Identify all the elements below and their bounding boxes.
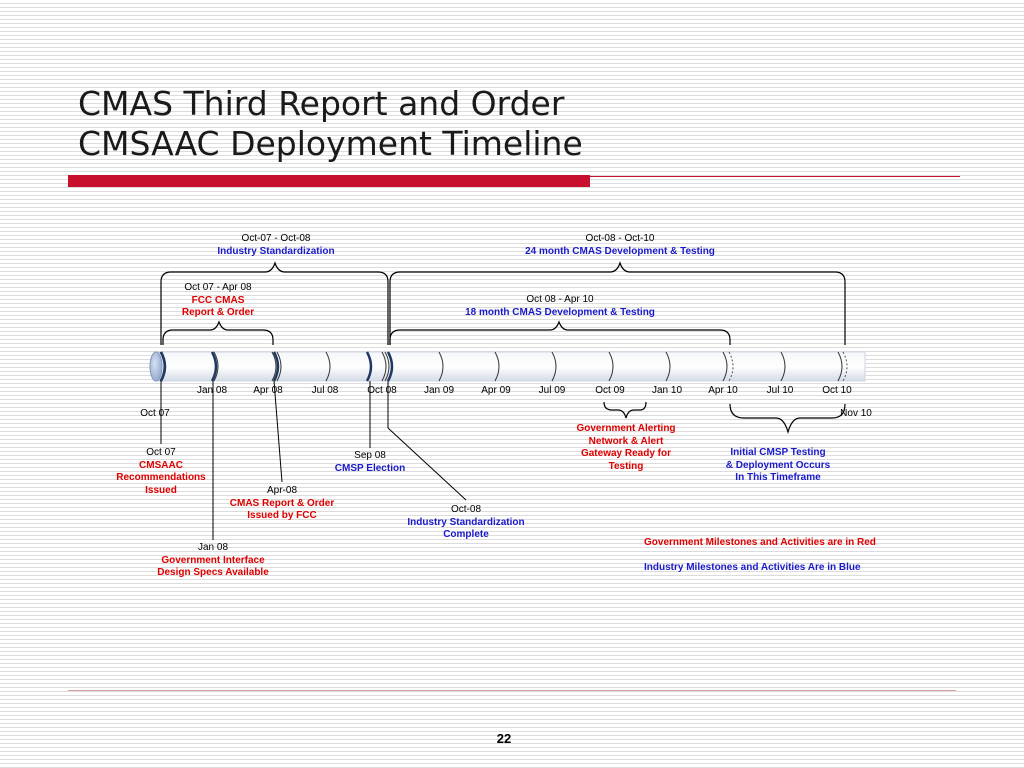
- label-18-month-date: Oct 08 - Apr 10: [526, 294, 594, 305]
- timeline-end-label: Nov 10: [840, 408, 872, 419]
- milestone-jan08-text-2: Design Specs Available: [157, 567, 269, 578]
- tick-label: Jan 08: [196, 385, 228, 396]
- bracket-industry-std: [160, 261, 389, 345]
- tick-label: Jan 09: [423, 385, 455, 396]
- milestone-oct08-text-1: Industry Standardization: [407, 516, 525, 528]
- milestone-sep08-text-1: CMSP Election: [334, 462, 406, 474]
- tick-label: Apr 08: [253, 385, 283, 396]
- milestone-cmsp-testing: Initial CMSP Testing & Deployment Occurs…: [726, 447, 830, 485]
- timeline-cylinder-cap: [149, 351, 163, 382]
- leader-apr08: [273, 380, 283, 483]
- milestone-cmsaac-date: Oct 07: [146, 447, 176, 458]
- label-industry-std: Oct-07 - Oct-08 Industry Standardization: [217, 233, 334, 258]
- footer-rule: [68, 690, 956, 691]
- bracket-fcc: [162, 320, 274, 345]
- label-24-month-date: Oct-08 - Oct-10: [585, 233, 655, 244]
- milestone-cmsp-testing-text-2: & Deployment Occurs: [725, 459, 831, 471]
- milestone-sep08: Sep 08 CMSP Election: [335, 450, 405, 475]
- tick-label: Jan 10: [651, 385, 683, 396]
- milestone-apr08-text-2: Issued by FCC: [247, 510, 317, 521]
- tick-label: Jul 10: [766, 385, 794, 396]
- milestone-gateway-text-1: Government Alerting: [576, 423, 676, 434]
- label-fcc: Oct 07 - Apr 08 FCC CMAS Report & Order: [182, 282, 254, 320]
- label-18-month-text: 18 month CMAS Development & Testing: [465, 306, 655, 318]
- milestone-jan08-date: Jan 08: [197, 542, 229, 553]
- tick-label: Oct 08: [367, 385, 397, 396]
- milestone-gateway-text-3: Gateway Ready for: [580, 448, 672, 459]
- label-industry-std-date: Oct-07 - Oct-08: [241, 233, 311, 244]
- tick-label: Oct 10: [822, 385, 852, 396]
- milestone-jan08: Jan 08 Government Interface Design Specs…: [157, 542, 269, 580]
- label-18-month: Oct 08 - Apr 10 18 month CMAS Developmen…: [465, 294, 655, 319]
- milestone-apr08-text-1: CMAS Report & Order: [229, 497, 335, 509]
- milestone-cmsaac: Oct 07 CMSAAC Recommendations Issued: [116, 447, 205, 497]
- title-accent-line: [590, 176, 960, 177]
- milestone-jan08-text-1: Government Interface: [161, 554, 265, 566]
- milestone-cmsaac-text-1: CMSAAC: [139, 459, 183, 471]
- tick-label: Jul 08: [311, 385, 339, 396]
- milestone-sep08-date: Sep 08: [354, 450, 386, 461]
- milestone-gateway-text-2: Network & Alert: [588, 435, 664, 447]
- milestone-oct08: Oct-08 Industry Standardization Complete: [407, 504, 524, 542]
- title-line-2: CMSAAC Deployment Timeline: [78, 124, 583, 163]
- legend-government: Government Milestones and Activities are…: [644, 537, 876, 548]
- bracket-18-month: [389, 320, 731, 345]
- timeline-cylinder: [154, 351, 866, 382]
- milestone-cmsaac-text-3: Issued: [145, 484, 177, 496]
- milestone-cmsaac-text-2: Recommendations: [116, 472, 206, 483]
- timeline-milestone-arcs: [159, 351, 394, 382]
- milestone-cmsp-testing-text-1: Initial CMSP Testing: [730, 447, 826, 458]
- label-24-month-text: 24 month CMAS Development & Testing: [525, 245, 715, 257]
- timeline-start-label: Oct 07: [140, 408, 170, 419]
- label-industry-std-text: Industry Standardization: [217, 245, 335, 257]
- bracket-24-month: [389, 261, 846, 345]
- milestone-cmsp-testing-text-3: In This Timeframe: [735, 472, 821, 483]
- milestone-oct08-text-2: Complete: [443, 529, 489, 540]
- milestone-apr08: Apr-08 CMAS Report & Order Issued by FCC: [230, 485, 334, 523]
- tick-label: Apr 10: [708, 385, 738, 396]
- milestone-gateway: Government Alerting Network & Alert Gate…: [576, 423, 675, 473]
- milestone-apr08-date: Apr-08: [266, 485, 298, 496]
- label-fcc-text-2: Report & Order: [181, 307, 255, 318]
- tick-label: Jul 09: [538, 385, 566, 396]
- brace-cmsp-testing: [729, 403, 846, 435]
- timeline-segment-arcs: [159, 351, 843, 382]
- title-line-1: CMAS Third Report and Order: [78, 84, 565, 123]
- tick-label: Oct 09: [595, 385, 625, 396]
- milestone-oct08-date: Oct-08: [450, 504, 482, 515]
- label-fcc-text-1: FCC CMAS: [191, 294, 245, 306]
- label-24-month: Oct-08 - Oct-10 24 month CMAS Developmen…: [525, 233, 715, 258]
- legend-industry: Industry Milestones and Activities Are i…: [644, 562, 861, 573]
- title-accent-bar: [68, 175, 590, 187]
- label-fcc-date: Oct 07 - Apr 08: [184, 282, 252, 293]
- tick-label: Apr 09: [481, 385, 511, 396]
- brace-gateway: [603, 401, 647, 419]
- milestone-gateway-text-4: Testing: [608, 460, 644, 472]
- slide-title: CMAS Third Report and Order CMSAAC Deplo…: [78, 84, 583, 164]
- page-number: 22: [496, 731, 512, 746]
